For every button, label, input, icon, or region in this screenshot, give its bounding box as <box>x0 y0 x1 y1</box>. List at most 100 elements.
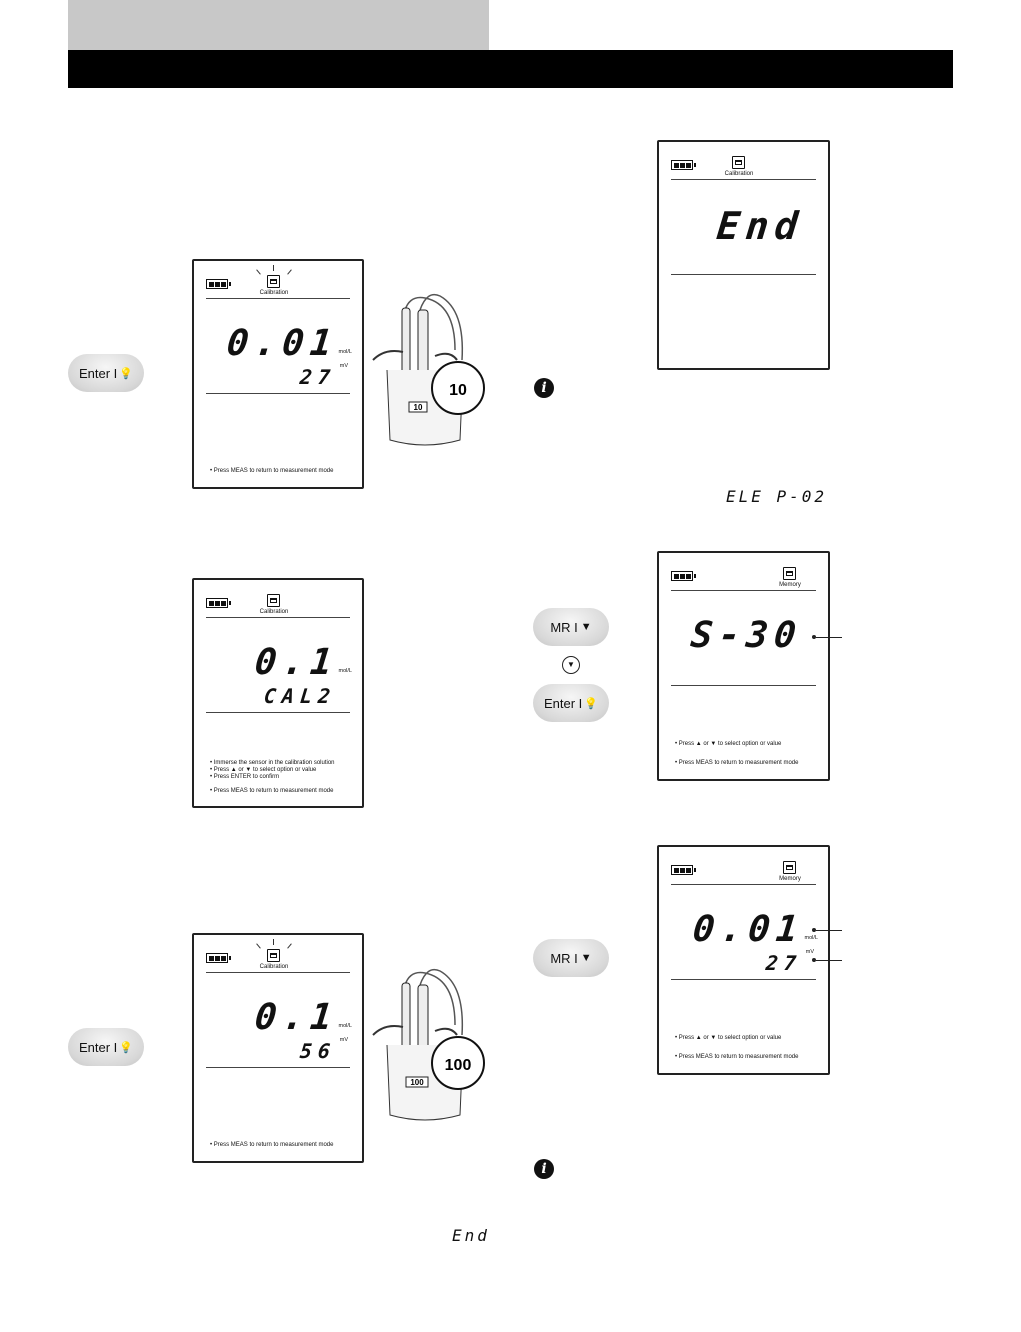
hint-text: • Immerse the sensor in the calibration … <box>210 760 335 766</box>
divider <box>206 393 350 394</box>
mv-unit: mV <box>805 949 814 955</box>
hint-text: • Press ▲ or ▼ to select option or value <box>675 741 782 747</box>
callout-number: 10 <box>449 382 467 399</box>
mr-label: MR I <box>550 950 578 966</box>
blink-ray <box>287 943 292 949</box>
divider <box>206 972 350 973</box>
info-icon: i <box>534 378 554 398</box>
beaker-illustration-100: 100 100 <box>372 968 485 1121</box>
hint-text: • Press ▲ or ▼ to select option or value <box>675 1035 782 1041</box>
divider <box>671 274 816 275</box>
hint-text: • Press MEAS to return to measurement mo… <box>675 760 799 766</box>
mv-value: 56 <box>298 1039 338 1063</box>
mv-value: 27 <box>764 951 804 975</box>
battery-icon <box>206 953 231 963</box>
value-unit: mol/L <box>338 1023 352 1029</box>
hint-text: • Press MEAS to return to measurement mo… <box>210 788 334 794</box>
reading-value: 0.01 <box>691 909 807 950</box>
down-circle-icon: ▼ <box>562 656 580 674</box>
divider <box>206 617 350 618</box>
memory-icon <box>783 567 796 580</box>
divider <box>671 979 816 980</box>
header-tab <box>68 0 489 50</box>
light-icon: 💡 <box>119 1041 133 1054</box>
divider <box>671 685 816 686</box>
mode-label: Calibration <box>724 171 754 177</box>
reading-value: 0.01 <box>225 323 341 364</box>
reading-value: 0.1 <box>252 997 341 1038</box>
calibration-icon <box>267 949 280 962</box>
mode-label: Calibration <box>259 964 289 970</box>
blink-ray <box>287 269 292 275</box>
divider <box>206 1067 350 1068</box>
cal-step: CAL2 <box>262 684 338 708</box>
divider <box>206 298 350 299</box>
enter-label: Enter I <box>544 695 583 711</box>
lcd-screen-6: Memory 0.01 mol/L 27 mV • Press ▲ or ▼ t… <box>657 845 830 1075</box>
enter-button[interactable]: Enter I 💡 <box>68 1028 144 1066</box>
mr-label: MR I <box>550 619 578 635</box>
light-icon: 💡 <box>584 697 598 710</box>
value-unit: mol/L <box>338 349 352 355</box>
blink-ray <box>273 265 274 271</box>
battery-icon <box>671 865 696 875</box>
memory-slot: S-30 <box>689 615 805 656</box>
info-icon: i <box>534 1159 554 1179</box>
beaker-label: 10 <box>414 403 423 412</box>
calibration-icon <box>732 156 745 169</box>
light-icon: 💡 <box>119 367 133 380</box>
beaker-illustration-10: 10 10 <box>372 293 485 446</box>
calibration-icon <box>267 275 280 288</box>
enter-label: Enter I <box>79 1039 118 1055</box>
battery-icon <box>671 160 696 170</box>
hint-text: • Press MEAS to return to measurement mo… <box>675 1054 799 1060</box>
callout-line <box>816 960 842 961</box>
lcd-screen-4: Calibration End <box>657 140 830 370</box>
divider <box>671 590 816 591</box>
battery-icon <box>671 571 696 581</box>
value-unit: mol/L <box>338 668 352 674</box>
mr-down-button[interactable]: MR I ▼ <box>533 939 609 977</box>
lcd-screen-2: Calibration 0.1 mol/L CAL2 • Immerse the… <box>192 578 364 808</box>
blink-ray <box>273 939 274 945</box>
callout-line <box>816 637 842 638</box>
memory-icon <box>783 861 796 874</box>
battery-icon <box>206 598 231 608</box>
down-arrow-icon: ▼ <box>580 952 592 964</box>
mv-unit: mV <box>339 363 348 369</box>
hint-text: • Press MEAS to return to measurement mo… <box>210 1142 334 1148</box>
calibration-icon <box>267 594 280 607</box>
value-unit: mol/L <box>804 935 818 941</box>
blink-ray <box>256 943 261 949</box>
lcd-screen-3: Calibration 0.1 mol/L 56 mV • Press MEAS… <box>192 933 364 1163</box>
battery-icon <box>206 279 231 289</box>
mv-unit: mV <box>339 1037 348 1043</box>
callout-dot <box>812 958 816 962</box>
enter-label: Enter I <box>79 365 118 381</box>
lcd-screen-5: Memory S-30 • Press ▲ or ▼ to select opt… <box>657 551 830 781</box>
divider <box>206 712 350 713</box>
reading-value: 0.1 <box>252 642 341 683</box>
end-inline-text: End <box>452 1226 490 1245</box>
enter-button[interactable]: Enter I 💡 <box>533 684 609 722</box>
mode-label: Memory <box>779 582 801 588</box>
lcd-screen-1: Calibration 0.01 mol/L 27 mV • Press MEA… <box>192 259 364 489</box>
hint-text: • Press ENTER to confirm <box>210 774 280 780</box>
down-arrow-icon: ▼ <box>580 621 592 633</box>
beaker-label: 100 <box>410 1078 424 1087</box>
hint-text: • Press MEAS to return to measurement mo… <box>210 468 334 474</box>
mode-label: Calibration <box>259 290 289 296</box>
error-code-text: ELE P-02 <box>726 487 828 506</box>
mv-value: 27 <box>298 365 338 389</box>
callout-dot <box>812 928 816 932</box>
divider <box>671 884 816 885</box>
divider <box>671 179 816 180</box>
enter-button[interactable]: Enter I 💡 <box>68 354 144 392</box>
header-bar <box>68 50 953 88</box>
mode-label: Memory <box>779 876 801 882</box>
hint-text: • Press ▲ or ▼ to select option or value <box>210 767 317 773</box>
callout-line <box>816 930 842 931</box>
mr-down-button[interactable]: MR I ▼ <box>533 608 609 646</box>
blink-ray <box>256 269 261 275</box>
mode-label: Calibration <box>259 609 289 615</box>
